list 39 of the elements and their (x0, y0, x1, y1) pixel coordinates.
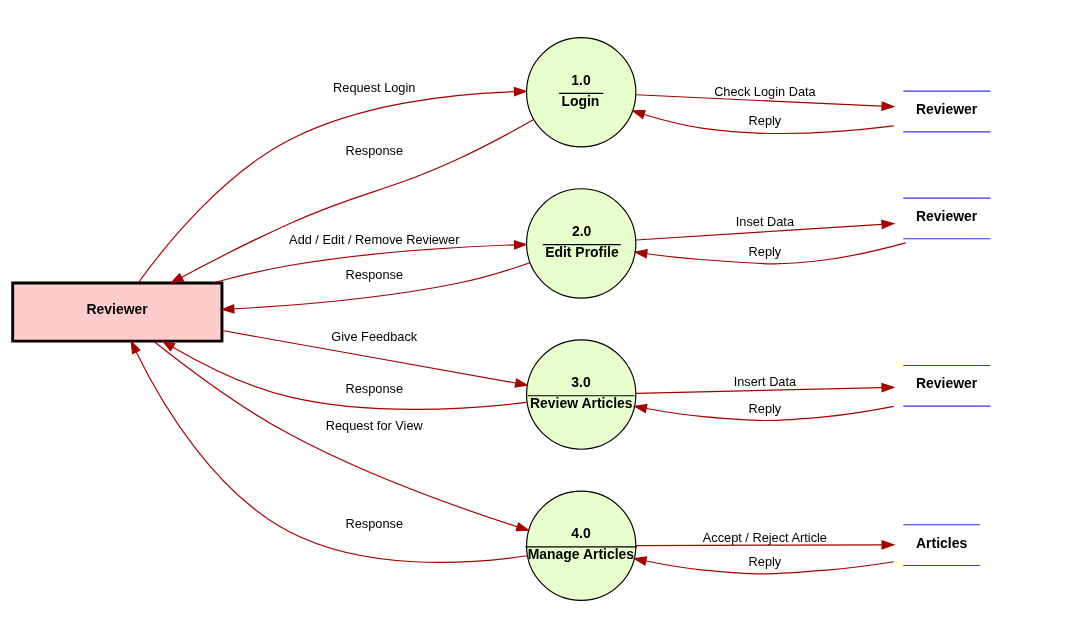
arrow (212, 240, 528, 284)
arrow (161, 340, 528, 410)
edge-label: Accept / Reject Article (702, 529, 827, 545)
edge-label: Response (345, 267, 403, 283)
arrow (635, 94, 896, 112)
arrow (633, 403, 895, 422)
arrow (635, 382, 896, 394)
edge-label: Response (345, 381, 403, 397)
arrow (169, 119, 535, 284)
edge-label: Give Feedback (331, 328, 418, 344)
node-circle: 1.0 Login (525, 37, 637, 148)
edge-label: Response (345, 516, 403, 532)
edge-label: Request for View (325, 418, 423, 434)
node-box: Reviewer (11, 281, 224, 343)
edge-label: Request Login (333, 80, 416, 96)
node-text: Articles (916, 534, 968, 551)
arrow (631, 109, 895, 134)
edge-label: Reply (748, 112, 782, 128)
arrow (633, 242, 907, 265)
node-text: Reviewer (916, 375, 978, 392)
node-text: Reviewer (916, 207, 978, 224)
node-circle: 2.0 Edit Profile (525, 188, 637, 299)
edge-label: Check Login Data (714, 83, 816, 99)
edge-label: Response (345, 142, 403, 158)
arrow (635, 539, 896, 550)
edge-label: Insert Data (733, 374, 797, 390)
edge-label: Reply (748, 243, 782, 259)
node-text: Reviewer (916, 100, 978, 117)
edge-label: Reply (748, 400, 782, 416)
arrow (635, 219, 896, 241)
arrow (220, 262, 531, 314)
edge-label: Add / Edit / Remove Reviewer (289, 232, 460, 248)
arrow (153, 340, 531, 532)
edge-label: Reply (748, 554, 782, 570)
arrow (632, 556, 895, 575)
edge-label: Inset Data (735, 213, 794, 229)
arrow (137, 86, 528, 284)
arrow (221, 329, 529, 388)
arrow (130, 339, 528, 563)
